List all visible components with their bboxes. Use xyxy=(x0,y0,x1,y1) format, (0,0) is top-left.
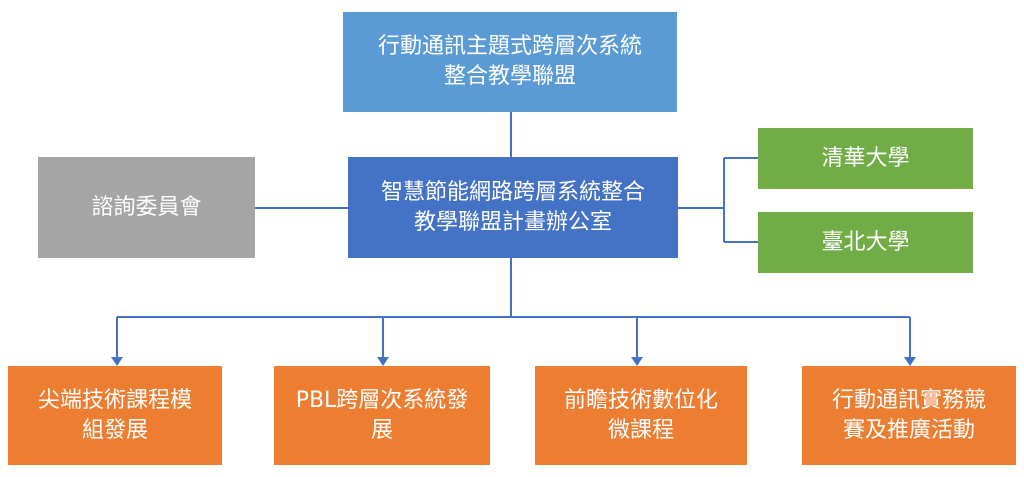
university-box-1: 清華大學 xyxy=(758,128,973,189)
alliance-box: 行動通訊主題式跨層次系統 整合教學聯盟 xyxy=(343,12,677,112)
arrow-project-3 xyxy=(631,357,643,366)
university-box-2: 臺北大學 xyxy=(758,212,973,273)
university-label-1: 清華大學 xyxy=(821,145,910,171)
project-box-4: 行動通訊實務競 賽及推廣活動 xyxy=(802,366,1016,465)
project-3-line1: 前瞻技術數位化 xyxy=(563,387,718,413)
arrow-project-2 xyxy=(377,357,389,366)
project-3-line2: 微課程 xyxy=(607,417,674,443)
project-1-line2: 組發展 xyxy=(81,417,148,443)
alliance-title-line1: 行動通訊主題式跨層次系統 xyxy=(377,34,642,59)
project-1-line1: 尖端技術課程模 xyxy=(37,387,192,413)
project-box-2: PBL跨層次系統發 展 xyxy=(274,366,490,465)
program-office-box: 智慧節能網路跨層系統整合 教學聯盟計畫辦公室 xyxy=(348,157,678,258)
program-office-line2: 教學聯盟計畫辦公室 xyxy=(413,209,612,235)
program-office-line1: 智慧節能網路跨層系統整合 xyxy=(380,179,645,205)
project-4-line1: 行動通訊實務競 xyxy=(831,387,986,413)
arrow-project-4 xyxy=(904,357,916,366)
project-4-line2: 賽及推廣活動 xyxy=(842,417,975,443)
arrow-project-1 xyxy=(111,357,123,366)
advisory-committee-box: 諮詢委員會 xyxy=(38,157,255,258)
university-label-2: 臺北大學 xyxy=(821,229,910,255)
project-box-3: 前瞻技術數位化 微課程 xyxy=(535,366,747,465)
project-box-1: 尖端技術課程模 組發展 xyxy=(8,366,222,465)
project-2-line1: PBL跨層次系統發 xyxy=(295,387,469,413)
project-2-line2: 展 xyxy=(370,417,393,443)
alliance-title-line2: 整合教學聯盟 xyxy=(443,64,576,89)
advisory-committee-label: 諮詢委員會 xyxy=(91,194,202,220)
